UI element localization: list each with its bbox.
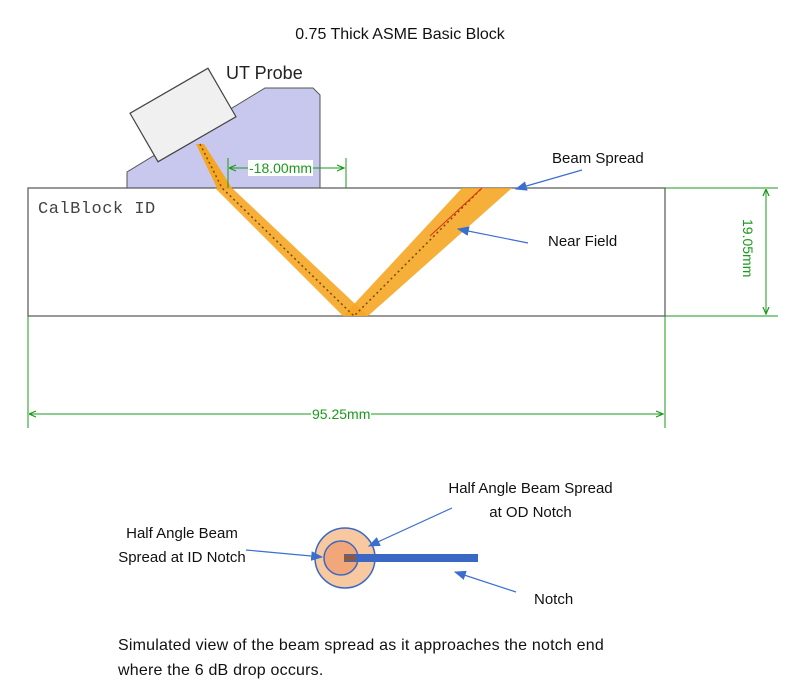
beam-center-line <box>199 143 483 318</box>
diagram-title: 0.75 Thick ASME Basic Block <box>295 26 505 43</box>
near-field-arrow <box>456 226 529 244</box>
block-label: CalBlock ID <box>38 200 156 219</box>
notch-inner <box>344 555 356 561</box>
probe-label: UT Probe <box>226 63 303 83</box>
calibration-block <box>27 187 666 317</box>
near-field-line <box>429 187 483 237</box>
beam-spread-arrow <box>514 169 583 191</box>
beam-probe-segment <box>196 144 232 188</box>
caption: Simulated view of the beam spread as it … <box>118 637 604 679</box>
od-notch-arrow <box>367 507 453 547</box>
notch-arrow <box>453 570 517 593</box>
notch-bar <box>344 554 478 562</box>
beam-leg-up <box>343 188 512 316</box>
block-width-dimension: 95.25mm <box>311 406 372 422</box>
ut-probe <box>129 67 237 163</box>
id-notch-label: Half Angle Beam Spread at ID Notch <box>118 525 246 566</box>
beam-spread-label: Beam Spread <box>552 150 644 167</box>
id-notch-arrow <box>245 549 324 561</box>
beam-leg-down <box>215 188 368 316</box>
block-thickness-dimension: 19.05mm <box>740 218 756 279</box>
probe-offset-dimension: -18.00mm <box>248 160 314 176</box>
od-notch-label: Half Angle Beam Spread at OD Notch <box>448 480 613 521</box>
near-field-label: Near Field <box>548 233 618 250</box>
notch-label: Notch <box>534 591 574 608</box>
